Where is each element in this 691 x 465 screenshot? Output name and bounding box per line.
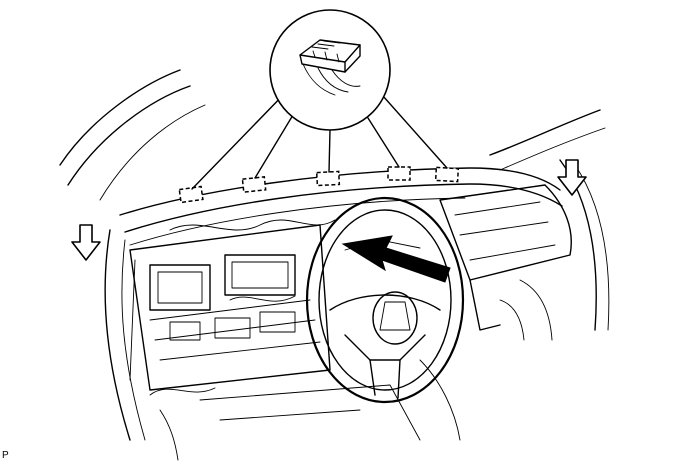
clip-box-4: [387, 166, 411, 181]
hollow-down-arrow-right: [557, 159, 587, 196]
clip-detail-callout-icon: [269, 9, 391, 131]
left-a-pillar: [59, 69, 206, 441]
callout-leader-lines: [191, 89, 448, 190]
figure-code-label: P: [2, 450, 9, 461]
clip-box-1: [178, 185, 204, 204]
right-a-pillar: [489, 109, 610, 341]
clip-box-5: [434, 166, 460, 183]
hollow-down-arrow-left: [71, 224, 101, 261]
clip-box-2: [241, 176, 267, 193]
driver-dashboard-body: [129, 224, 331, 391]
floor-console: [159, 359, 461, 461]
steering-wheel: [305, 196, 465, 404]
solid-removal-arrow-icon: [341, 235, 451, 283]
hollow-down-arrow-icon: [557, 159, 587, 196]
clip-box-3: [315, 170, 341, 187]
wire-harness: [149, 219, 336, 396]
hollow-down-arrow-icon: [71, 224, 101, 261]
passenger-dashboard: [439, 184, 572, 331]
clip-locations: [178, 166, 460, 204]
